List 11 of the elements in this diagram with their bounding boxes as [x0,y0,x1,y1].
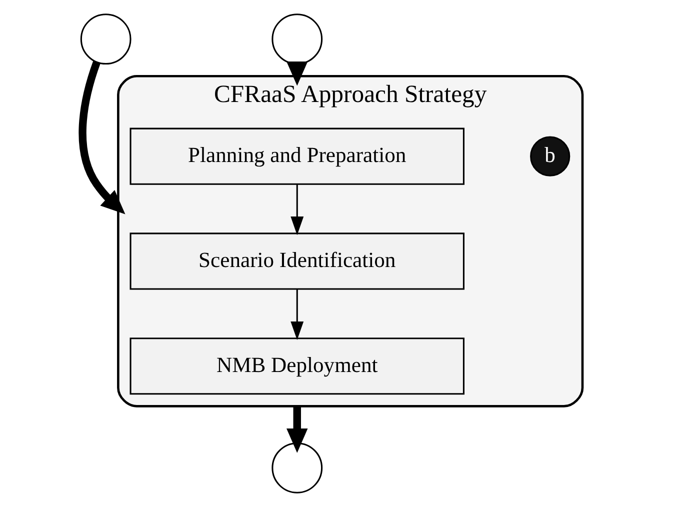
node-box: Planning and Preparation [129,128,464,185]
arrow [78,61,125,214]
arrow [290,290,304,340]
arrow [286,61,308,86]
node-circle [80,14,131,65]
arrow [286,406,308,453]
node-circle [271,442,322,494]
node-box: Scenario Identification [129,232,464,290]
node-box: NMB Deployment [129,338,464,395]
arrow [290,184,304,236]
node-circle: b [530,136,570,176]
